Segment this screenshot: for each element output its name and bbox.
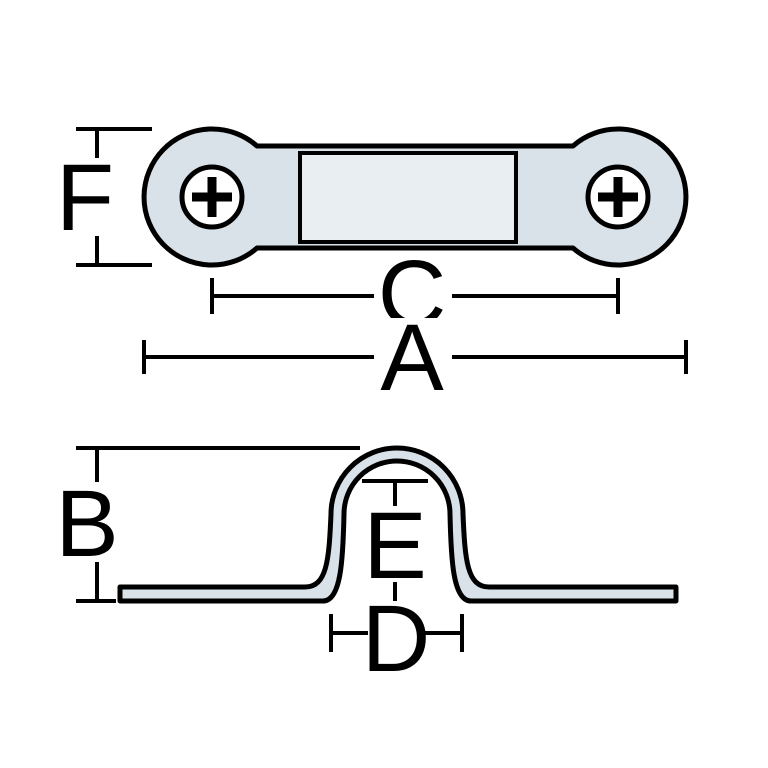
dimension-b: B (55, 446, 360, 603)
left-screw (179, 164, 245, 230)
saddle-profile (117, 445, 679, 604)
dimension-f: F (56, 127, 152, 267)
right-screw (585, 164, 651, 230)
dim-b-label: B (55, 471, 118, 577)
dim-d-label: D (362, 586, 431, 692)
raised-band (298, 151, 518, 244)
dim-a-label: A (380, 305, 444, 411)
dim-e-label: E (363, 493, 426, 599)
dim-f-label: F (56, 145, 114, 251)
dimension-d: D (329, 586, 464, 692)
dim-f-label-mask (58, 158, 114, 236)
dim-d-label-mask (368, 602, 424, 674)
dim-b-label-mask (60, 482, 116, 562)
dim-c-label-mask (374, 256, 452, 330)
dim-a-label-mask (374, 318, 452, 394)
dimension-a: A (142, 305, 688, 411)
dimension-e: E (362, 479, 428, 601)
top-view: F C A (56, 126, 689, 411)
side-view: B E D (55, 445, 679, 692)
dim-e-label-mask (368, 506, 422, 582)
